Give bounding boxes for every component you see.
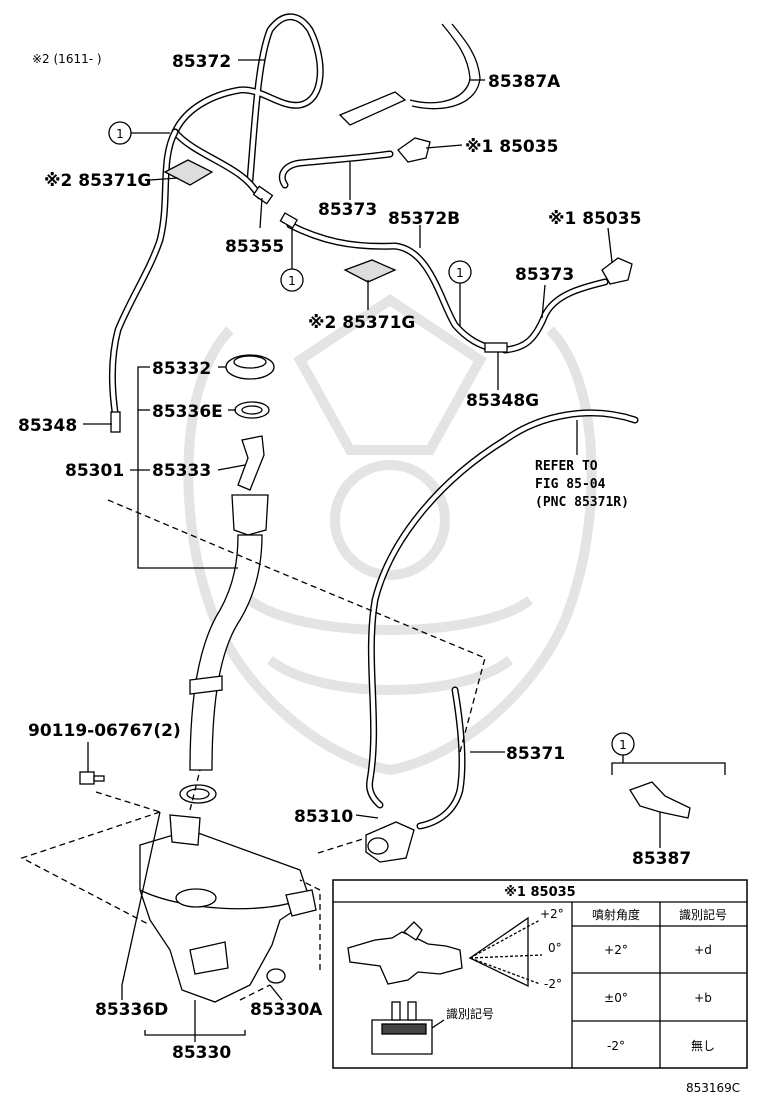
angle-label: 0° <box>548 941 562 955</box>
part-85348G-joint <box>484 342 508 353</box>
callout-marker-4: 1 <box>619 738 627 752</box>
label-85330A: 85330A <box>250 1000 323 1020</box>
part-90119-bolt <box>79 771 105 785</box>
label-85387A: 85387A <box>488 72 561 92</box>
label-refer-1: REFER TO <box>535 459 598 474</box>
table-cell-mark: 無し <box>691 1038 715 1053</box>
inset-nozzle <box>347 931 463 985</box>
table-header-mark: 識別記号 <box>679 907 727 922</box>
figure-code: 853169C <box>686 1081 740 1095</box>
assembly-dashed-lines <box>20 499 486 1001</box>
hoses <box>108 13 639 830</box>
table-cell-mark: +b <box>694 991 712 1005</box>
label-85372: 85372 <box>172 52 231 72</box>
angle-label: -2° <box>544 977 562 991</box>
part-85371G-pad-b <box>343 259 397 283</box>
angle-label: +2° <box>540 907 564 921</box>
callout-marker-2: 1 <box>288 274 296 288</box>
part-85330-tank <box>139 829 311 1003</box>
table-cell-angle: ±0° <box>604 991 628 1005</box>
part-joint-b <box>279 212 298 229</box>
label-85371G-b: ※2 85371G <box>308 313 415 333</box>
label-85371: 85371 <box>506 744 565 764</box>
table-cell-angle: +2° <box>604 943 628 957</box>
callout-marker-3: 1 <box>456 266 464 280</box>
label-85330: 85330 <box>172 1043 231 1063</box>
label-85035-a: ※1 85035 <box>465 137 558 157</box>
inset-title: ※1 85035 <box>504 885 575 900</box>
table-cell-mark: +d <box>694 943 712 957</box>
label-85336E: 85336E <box>152 402 223 422</box>
part-85348-joint <box>110 411 121 433</box>
part-labels: ※2 (1611- ) 85372 85387A ※1 85035 ※2 853… <box>18 52 740 1095</box>
label-90119: 90119-06767(2) <box>28 721 181 741</box>
part-85035-nozzle-a <box>397 137 431 163</box>
inset-85035: ※1 85035 噴射角度 識別記号 +2° +d ±0° +b -2° 無し … <box>332 879 748 1069</box>
label-85371G-a: ※2 85371G <box>44 171 151 191</box>
label-85372B: 85372B <box>388 209 460 229</box>
part-85301-filler-neck <box>231 494 269 536</box>
callout-marker-1: 1 <box>116 127 124 141</box>
label-85348: 85348 <box>18 416 77 436</box>
label-85348G: 85348G <box>466 391 539 411</box>
label-85355: 85355 <box>225 237 284 257</box>
part-85355-joint <box>252 185 274 205</box>
part-85387-clip <box>629 781 691 819</box>
parts <box>79 91 691 1003</box>
part-85035-nozzle-b <box>601 257 633 285</box>
label-refer-3: (PNC 85371R) <box>535 495 629 510</box>
part-85371G-pad-a <box>163 159 214 186</box>
label-refer-2: FIG 85-04 <box>535 477 606 492</box>
id-mark-label: 識別記号 <box>446 1006 494 1021</box>
label-85301: 85301 <box>65 461 124 481</box>
watermark-crest <box>183 293 597 776</box>
part-85387A-clip <box>338 91 407 126</box>
label-85336D: 85336D <box>95 1000 168 1020</box>
part-85301-tube <box>189 534 263 771</box>
callout-markers: 1 1 1 1 <box>108 121 635 756</box>
leader-lines <box>83 59 726 1042</box>
table-cell-angle: -2° <box>607 1039 625 1053</box>
label-85373-a: 85373 <box>318 200 377 220</box>
label-85310: 85310 <box>294 807 353 827</box>
label-85035-b: ※1 85035 <box>548 209 641 229</box>
label-85373-b: 85373 <box>515 265 574 285</box>
note-top: ※2 (1611- ) <box>32 52 102 66</box>
label-85387: 85387 <box>632 849 691 869</box>
label-85333: 85333 <box>152 461 211 481</box>
table-header-angle: 噴射角度 <box>592 907 640 922</box>
label-85332: 85332 <box>152 359 211 379</box>
part-85333-level-stick <box>237 435 265 491</box>
